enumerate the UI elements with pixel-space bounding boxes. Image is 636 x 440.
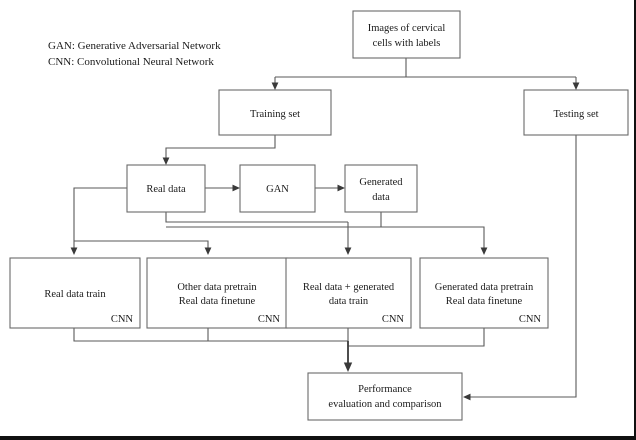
node-performance-box[interactable] bbox=[307, 372, 463, 421]
node-branch2-line2: Real data finetune bbox=[179, 296, 256, 307]
node-training-set-label: Training set bbox=[250, 109, 300, 120]
node-generated-data-line1: Generated bbox=[359, 177, 403, 188]
arrowhead-performance-top bbox=[343, 362, 353, 372]
node-branch3-line2: data train bbox=[329, 296, 369, 307]
arrowhead-training-set bbox=[271, 82, 279, 90]
edge-branch4-to-collector bbox=[348, 328, 485, 347]
edge-training-to-real-data bbox=[165, 135, 276, 163]
node-branch4-line2: Real data finetune bbox=[446, 296, 523, 307]
edge-real-data-to-branch2 bbox=[74, 240, 209, 253]
node-real-data-box[interactable] bbox=[126, 164, 206, 213]
node-branch3-tag: CNN bbox=[382, 314, 405, 325]
arrowhead-testing-set bbox=[572, 82, 580, 90]
legend: GAN: Generative Adversarial Network CNN:… bbox=[48, 40, 221, 68]
node-gan[interactable]: GAN bbox=[239, 164, 316, 213]
node-testing-set[interactable]: Testing set bbox=[523, 89, 629, 136]
arrowhead-performance-right bbox=[463, 393, 471, 401]
frame-bottom-border bbox=[0, 436, 636, 440]
node-branch1-box[interactable] bbox=[9, 257, 141, 329]
node-branch4[interactable]: Generated data pretrain Real data finetu… bbox=[419, 257, 549, 329]
arrowhead-branch4 bbox=[480, 247, 488, 255]
node-branch1-tag: CNN bbox=[111, 314, 134, 325]
edge-real-data-bottom-bus bbox=[165, 212, 348, 223]
edge-generated-to-branch4 bbox=[381, 226, 485, 253]
node-performance-line2: evaluation and comparison bbox=[328, 399, 442, 410]
node-performance[interactable]: Performance evaluation and comparison bbox=[307, 372, 463, 421]
arrowhead-real-data bbox=[162, 157, 170, 165]
arrowhead-gan bbox=[232, 184, 240, 192]
arrowhead-generated-data bbox=[337, 184, 345, 192]
arrowhead-branch1 bbox=[70, 247, 78, 255]
node-branch2-tag: CNN bbox=[258, 314, 281, 325]
node-branch1-line1: Real data train bbox=[44, 289, 106, 300]
node-generated-data-box[interactable] bbox=[344, 164, 418, 213]
node-real-data-label: Real data bbox=[146, 184, 186, 195]
node-branch1[interactable]: Real data train CNN bbox=[9, 257, 141, 329]
node-performance-line1: Performance bbox=[358, 384, 412, 395]
node-branch3-box[interactable] bbox=[285, 257, 412, 329]
arrowhead-branch2 bbox=[204, 247, 212, 255]
node-branch3[interactable]: Real data + generated data train CNN bbox=[285, 257, 412, 329]
node-branch3-line1: Real data + generated bbox=[303, 282, 395, 293]
edge-generated-bottom-bus-left bbox=[166, 212, 382, 228]
node-source-box[interactable] bbox=[352, 10, 461, 59]
frame-right-border bbox=[634, 0, 636, 440]
node-generated-data[interactable]: Generated data bbox=[344, 164, 418, 213]
node-branch4-tag: CNN bbox=[519, 314, 542, 325]
arrowhead-branch3 bbox=[344, 247, 352, 255]
node-branch4-line1: Generated data pretrain bbox=[435, 282, 534, 293]
node-source-line1: Images of cervical bbox=[368, 23, 446, 34]
node-gan-box[interactable] bbox=[239, 164, 316, 213]
node-generated-data-line2: data bbox=[372, 192, 390, 203]
edge-testing-to-performance bbox=[467, 135, 577, 398]
node-testing-set-label: Testing set bbox=[553, 109, 598, 120]
node-branch2-box[interactable] bbox=[146, 257, 288, 329]
legend-line-cnn: CNN: Convolutional Neural Network bbox=[48, 56, 214, 68]
node-training-set[interactable]: Training set bbox=[218, 89, 332, 136]
edge-real-data-left-feed bbox=[73, 187, 127, 253]
edges-layer bbox=[70, 58, 580, 401]
edge-branch1-to-collector bbox=[73, 328, 348, 342]
node-branch4-box[interactable] bbox=[419, 257, 549, 329]
node-branch2[interactable]: Other data pretrain Real data finetune C… bbox=[146, 257, 288, 329]
node-source-line2: cells with labels bbox=[373, 38, 441, 49]
node-source[interactable]: Images of cervical cells with labels bbox=[352, 10, 461, 59]
legend-line-gan: GAN: Generative Adversarial Network bbox=[48, 40, 221, 52]
node-branch2-line1: Other data pretrain bbox=[177, 282, 257, 293]
node-training-set-box[interactable] bbox=[218, 89, 332, 136]
node-testing-set-box[interactable] bbox=[523, 89, 629, 136]
node-gan-label: GAN bbox=[266, 184, 289, 195]
node-real-data[interactable]: Real data bbox=[126, 164, 206, 213]
